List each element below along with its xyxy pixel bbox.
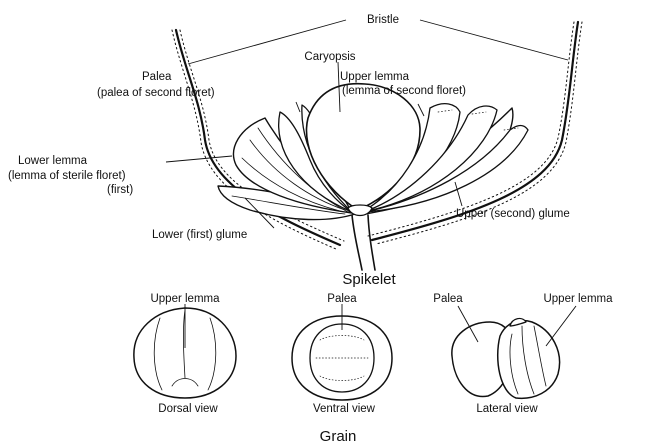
label-ventral-palea: Palea: [327, 293, 357, 305]
label-bristle: Bristle: [367, 14, 399, 26]
label-lateral-upper-lemma: Upper lemma: [543, 293, 613, 305]
label-palea-sub: (palea of second floret): [97, 87, 215, 99]
label-caryopsis: Caryopsis: [304, 51, 355, 63]
label-lower-glume: Lower (first) glume: [152, 229, 247, 241]
label-ventral-view: Ventral view: [313, 403, 376, 415]
label-lower-lemma: Lower lemma: [18, 155, 88, 167]
stalk-right-edge: [368, 215, 375, 270]
stalk: [352, 215, 362, 270]
label-dorsal-upper-lemma: Upper lemma: [150, 293, 220, 305]
label-lateral-view: Lateral view: [476, 403, 538, 415]
label-upper-lemma: Upper lemma: [340, 71, 410, 83]
caption-spikelet: Spikelet: [342, 271, 396, 288]
label-upper-lemma-sub: (lemma of second floret): [342, 85, 466, 97]
grain-dorsal-view: Upper lemma Dorsal view: [134, 293, 236, 415]
label-dorsal-view: Dorsal view: [158, 403, 218, 415]
grain-lateral-lemma-shape: [498, 321, 560, 399]
grain-lateral-view: Palea Upper lemma Lateral view: [433, 293, 613, 415]
label-palea: Palea: [142, 71, 172, 83]
label-lower-lemma-first: (first): [107, 184, 133, 196]
label-upper-glume: Upper (second) glume: [456, 208, 570, 220]
label-lower-lemma-sub: (lemma of sterile floret): [8, 170, 126, 182]
grain-ventral-view: Palea Ventral view: [292, 293, 392, 415]
label-lateral-palea: Palea: [433, 293, 463, 305]
caption-grain: Grain: [320, 428, 357, 445]
